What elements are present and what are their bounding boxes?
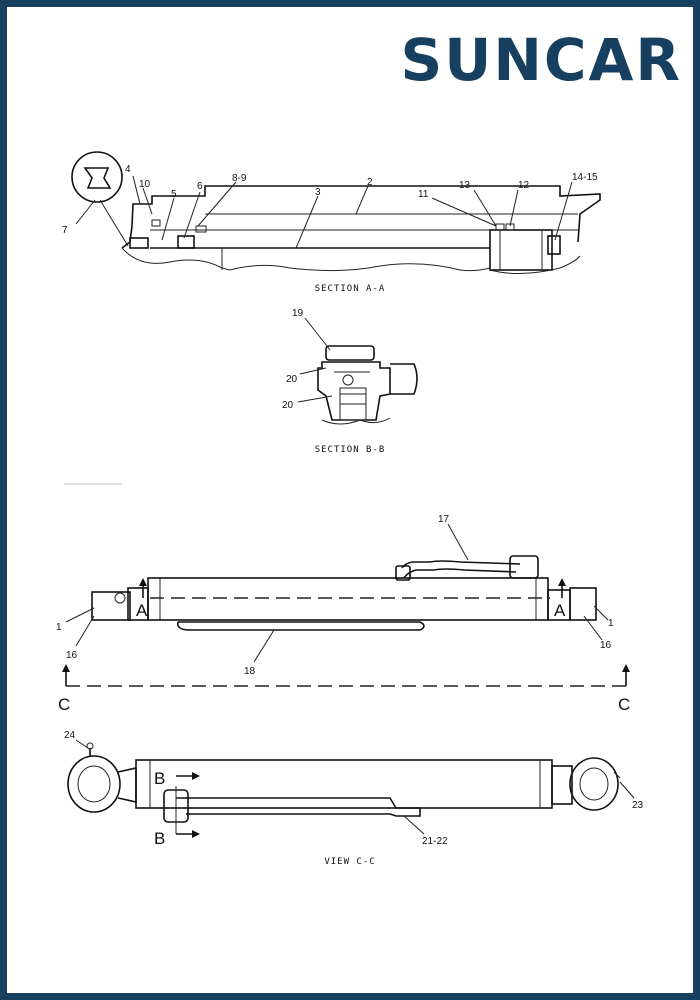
view-cc-title: VIEW C-C bbox=[324, 857, 375, 867]
callout: 24 bbox=[64, 730, 76, 741]
section-mark: A bbox=[554, 601, 566, 620]
suncar-logo: SUNCAR bbox=[400, 26, 682, 94]
callout: 21-22 bbox=[422, 836, 448, 847]
view-cc-barrel bbox=[135, 759, 553, 809]
section-bb-leaders bbox=[297, 317, 333, 403]
left-rod-eye bbox=[67, 755, 121, 813]
section-aa-drawing bbox=[71, 151, 601, 275]
detail-circle bbox=[71, 151, 123, 203]
tube-18 bbox=[176, 621, 425, 631]
callout: 11 bbox=[418, 189, 429, 200]
cylinder-head-outline bbox=[121, 185, 601, 249]
callout: 6 bbox=[197, 181, 203, 192]
section-bb-title: SECTION B-B bbox=[315, 445, 386, 455]
view-cc-tube bbox=[176, 797, 421, 817]
callout: 1 bbox=[56, 622, 62, 633]
callout: 20 bbox=[282, 400, 294, 411]
hose-17 bbox=[401, 560, 521, 569]
callout: 13 bbox=[459, 180, 471, 191]
view-cc-callouts: 24 23 21-22 bbox=[64, 730, 644, 847]
right-head-eye bbox=[569, 757, 619, 811]
logo-text: SUNCAR bbox=[400, 26, 682, 94]
section-bb-callouts: 19 20 20 bbox=[282, 308, 304, 411]
callout: 20 bbox=[286, 374, 298, 385]
wiper-part bbox=[177, 235, 195, 249]
callout: 14-15 bbox=[572, 172, 598, 183]
section-aa-callouts: 4 10 5 6 8-9 3 2 11 13 12 14-15 7 bbox=[62, 164, 598, 236]
view-cc-drawing bbox=[67, 742, 621, 838]
side-view-leaders bbox=[65, 523, 609, 663]
section-aa-title: SECTION A-A bbox=[315, 284, 386, 294]
side-view-drawing bbox=[62, 555, 630, 687]
bolt-head bbox=[325, 345, 375, 361]
view-mark: C bbox=[618, 695, 630, 714]
callout: 8-9 bbox=[232, 173, 247, 184]
view-cc-leaders bbox=[75, 739, 635, 835]
callout: 10 bbox=[139, 179, 151, 190]
callout: 16 bbox=[600, 640, 612, 651]
callout: 2 bbox=[367, 177, 373, 188]
tube-end bbox=[390, 363, 418, 395]
callout: 3 bbox=[315, 187, 321, 198]
head-eye-end bbox=[569, 587, 597, 621]
callout: 4 bbox=[125, 164, 131, 175]
piston-body bbox=[489, 229, 553, 271]
section-mark: A bbox=[136, 601, 148, 620]
callout: 23 bbox=[632, 800, 644, 811]
callout: 7 bbox=[62, 225, 68, 236]
hose-fitting bbox=[509, 555, 539, 579]
callout: 12 bbox=[518, 180, 530, 191]
section-bb-drawing bbox=[317, 345, 418, 425]
callout: 19 bbox=[292, 308, 304, 319]
callout: 17 bbox=[438, 514, 450, 525]
block-body bbox=[317, 361, 391, 421]
view-mark: C bbox=[58, 695, 70, 714]
callout: 16 bbox=[66, 650, 78, 661]
seal-profile-icon bbox=[83, 167, 112, 189]
section-mark: B bbox=[154, 829, 165, 848]
callout: 5 bbox=[171, 189, 177, 200]
side-view-marks: A A C C bbox=[58, 601, 630, 714]
callout: 1 bbox=[608, 618, 614, 629]
nut-part bbox=[547, 235, 561, 255]
section-aa-leaders bbox=[75, 175, 573, 249]
cylinder-barrel bbox=[147, 577, 549, 621]
break-line bbox=[121, 247, 491, 272]
rod-eye-end bbox=[91, 591, 131, 621]
side-view-callouts: 17 1 16 18 1 16 bbox=[56, 514, 614, 677]
view-cc-marks: B B bbox=[154, 769, 165, 848]
callout: 18 bbox=[244, 666, 256, 677]
section-mark: B bbox=[154, 769, 165, 788]
